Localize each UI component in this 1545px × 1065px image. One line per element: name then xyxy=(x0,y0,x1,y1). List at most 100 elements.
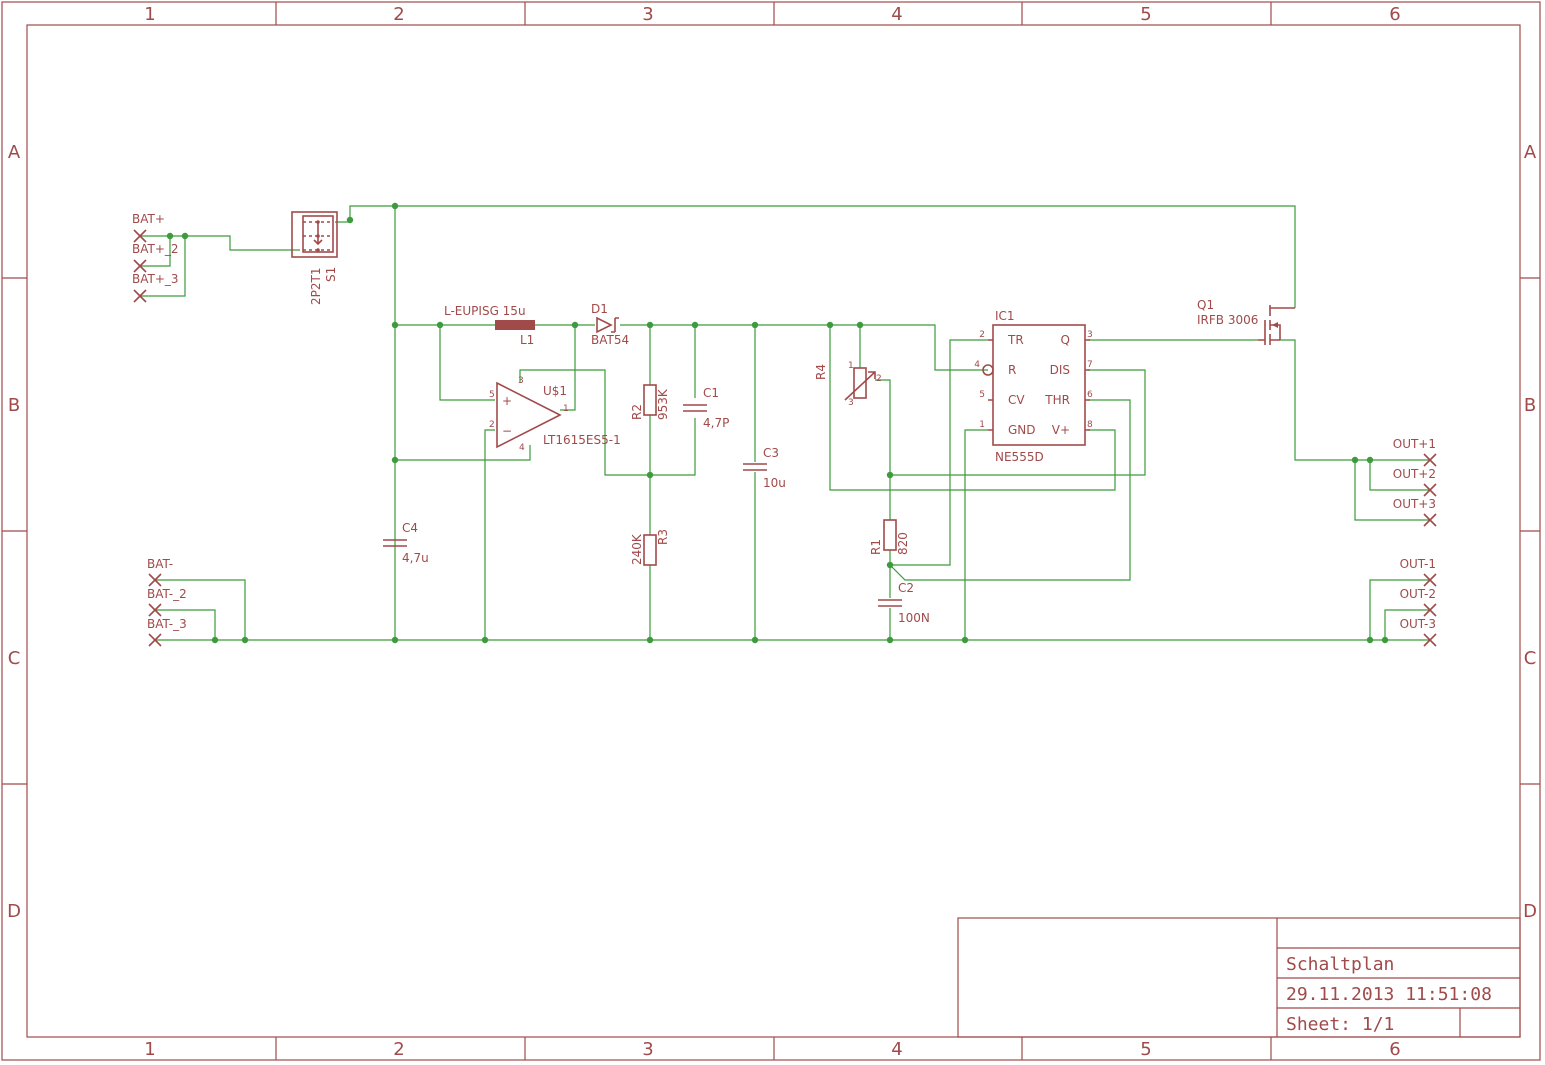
pin-label: THR xyxy=(1044,393,1070,407)
capacitor-c1: C1 4,7P xyxy=(683,386,729,430)
title-block-sheet: Sheet: 1/1 xyxy=(1286,1014,1394,1035)
resistor-r3: 240K R3 xyxy=(630,529,670,566)
component-value: 820 xyxy=(896,532,910,555)
component-value: NE555D xyxy=(995,450,1044,464)
timer-ic1: 2 4 5 1 TR R CV GND 3 7 6 8 Q DIS THR V+… xyxy=(974,309,1093,464)
pad-label: OUT-1 xyxy=(1400,557,1436,571)
trimmer-r4: 1 2 3 R4 xyxy=(814,361,882,408)
row-label: D xyxy=(1523,901,1537,922)
bat-minus-connectors: BAT- BAT-_2 BAT-_3 xyxy=(147,557,187,647)
pin-label: GND xyxy=(1008,423,1036,437)
component-value: 100N xyxy=(898,611,930,625)
component-name: U$1 xyxy=(543,384,567,398)
pin-label: TR xyxy=(1007,333,1024,347)
pin-number: 3 xyxy=(518,376,524,386)
component-name: R1 xyxy=(869,539,883,555)
capacitor-c2: C2 100N xyxy=(878,581,930,625)
col-label: 5 xyxy=(1140,1039,1151,1060)
component-value: 4,7u xyxy=(402,551,429,565)
col-label: 1 xyxy=(144,1039,155,1060)
pad-label: BAT+ xyxy=(132,212,165,226)
column-labels-top: 1 2 3 4 5 6 xyxy=(144,4,1400,25)
pin-label: Q xyxy=(1061,333,1070,347)
component-name: S1 xyxy=(324,267,338,282)
row-label: D xyxy=(7,901,21,922)
pin-label: DIS xyxy=(1050,363,1070,377)
pin-number: 4 xyxy=(519,443,525,453)
component-name: C1 xyxy=(703,386,719,400)
title-block-title: Schaltplan xyxy=(1286,954,1394,975)
junctions xyxy=(166,202,1389,644)
svg-text:−: − xyxy=(502,424,512,438)
component-name: R4 xyxy=(814,364,828,380)
pad-label: BAT-_3 xyxy=(147,617,187,631)
pin-label: CV xyxy=(1008,393,1025,407)
component-name: C4 xyxy=(402,521,418,535)
component-value: IRFB 3006 xyxy=(1197,313,1258,327)
inductor-l1: L-EUPISG 15u L1 xyxy=(444,304,535,347)
pad-label: BAT- xyxy=(147,557,173,571)
col-label: 5 xyxy=(1140,4,1151,25)
component-name: C2 xyxy=(898,581,914,595)
row-labels-right: A B C D xyxy=(1523,142,1537,922)
component-name: R3 xyxy=(656,529,670,545)
pad-label: OUT+2 xyxy=(1393,467,1436,481)
col-label: 4 xyxy=(891,1039,902,1060)
col-label: 2 xyxy=(393,4,404,25)
pin-number: 1 xyxy=(563,404,569,414)
pad-label: OUT+1 xyxy=(1393,437,1436,451)
wires xyxy=(140,205,1430,641)
col-label: 4 xyxy=(891,4,902,25)
resistor-r1: R1 820 xyxy=(869,519,910,555)
pad-label: OUT-3 xyxy=(1400,617,1436,631)
component-name: R2 xyxy=(630,404,644,420)
diode-d1: D1 BAT54 xyxy=(591,302,629,347)
component-value: 4,7P xyxy=(703,416,729,430)
title-block-datetime: 29.11.2013 11:51:08 xyxy=(1286,984,1492,1005)
pad-label: OUT+3 xyxy=(1393,497,1436,511)
switch-s1: 2P2T1 S1 xyxy=(291,211,338,305)
component-value: 2P2T1 xyxy=(309,268,323,305)
capacitor-c4: C4 4,7u xyxy=(383,521,429,565)
col-label: 1 xyxy=(144,4,155,25)
row-label: A xyxy=(8,142,21,163)
column-labels-bottom: 1 2 3 4 5 6 xyxy=(144,1039,1400,1060)
component-value: 10u xyxy=(763,476,786,490)
out-minus-connectors: OUT-1 OUT-2 OUT-3 xyxy=(1400,557,1437,647)
component-name: D1 xyxy=(591,302,608,316)
col-label: 3 xyxy=(642,1039,653,1060)
pin-number: 3 xyxy=(848,398,854,408)
pin-number: 7 xyxy=(1087,360,1093,370)
row-label: A xyxy=(1524,142,1537,163)
component-name: IC1 xyxy=(995,309,1015,323)
pin-number: 2 xyxy=(489,420,495,430)
col-label: 6 xyxy=(1389,1039,1400,1060)
pin-number: 2 xyxy=(979,330,985,340)
pad-label: BAT-_2 xyxy=(147,587,187,601)
pin-label: R xyxy=(1008,363,1016,377)
pad-label: OUT-2 xyxy=(1400,587,1436,601)
row-labels-left: A B C D xyxy=(7,142,21,922)
component-value: LT1615ES5-1 xyxy=(543,433,621,447)
pin-number: 1 xyxy=(848,361,854,371)
component-value: L-EUPISG 15u xyxy=(444,304,526,318)
component-value: BAT54 xyxy=(591,333,629,347)
pin-number: 5 xyxy=(979,390,985,400)
out-plus-connectors: OUT+1 OUT+2 OUT+3 xyxy=(1393,437,1437,527)
pin-number: 5 xyxy=(489,390,495,400)
pad-label: BAT+_2 xyxy=(132,242,179,256)
pin-number: 6 xyxy=(1087,390,1093,400)
component-name: Q1 xyxy=(1197,298,1214,312)
resistor-r2: R2 953K xyxy=(630,384,670,420)
svg-text:+: + xyxy=(502,394,512,408)
capacitor-c3: C3 10u xyxy=(743,446,786,490)
col-label: 6 xyxy=(1389,4,1400,25)
col-label: 3 xyxy=(642,4,653,25)
row-label: C xyxy=(8,648,21,669)
component-value: 240K xyxy=(630,533,644,565)
component-name: C3 xyxy=(763,446,779,460)
title-block: Schaltplan 29.11.2013 11:51:08 Sheet: 1/… xyxy=(957,917,1521,1038)
pin-number: 8 xyxy=(1087,420,1093,430)
